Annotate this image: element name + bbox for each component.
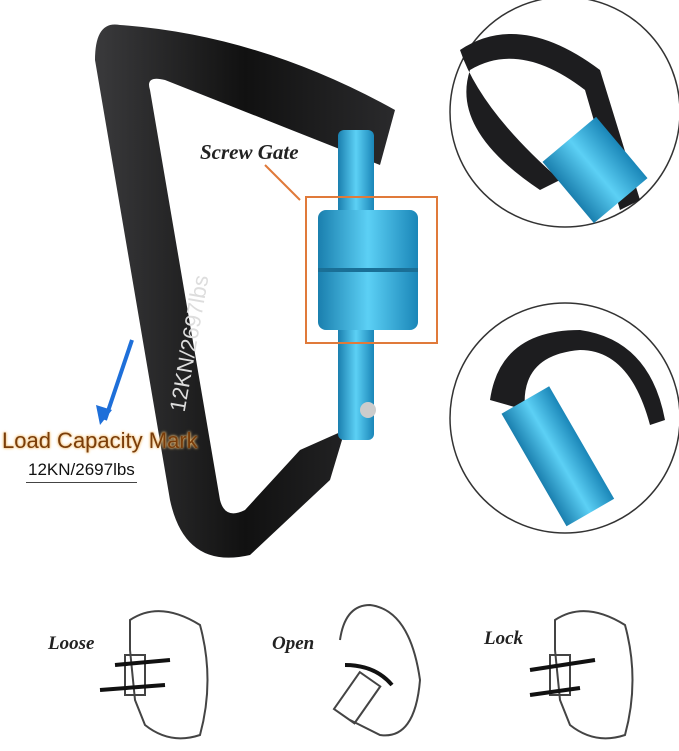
carabiner-body bbox=[95, 24, 395, 558]
screw-gate-label: Screw Gate bbox=[200, 140, 299, 164]
rating-label: 12KN/2697lbs bbox=[26, 460, 137, 483]
load-mark-arrow bbox=[103, 339, 134, 421]
step-loose-label: Loose bbox=[48, 633, 95, 654]
step-lock-label: Lock bbox=[484, 628, 524, 649]
screw-gate-callout-box bbox=[305, 196, 438, 344]
step-open-label: Open bbox=[272, 633, 315, 654]
step-diagrams bbox=[99, 603, 634, 740]
callout-pointer bbox=[264, 164, 301, 201]
load-capacity-label: Load Capacity Mark bbox=[2, 428, 198, 453]
